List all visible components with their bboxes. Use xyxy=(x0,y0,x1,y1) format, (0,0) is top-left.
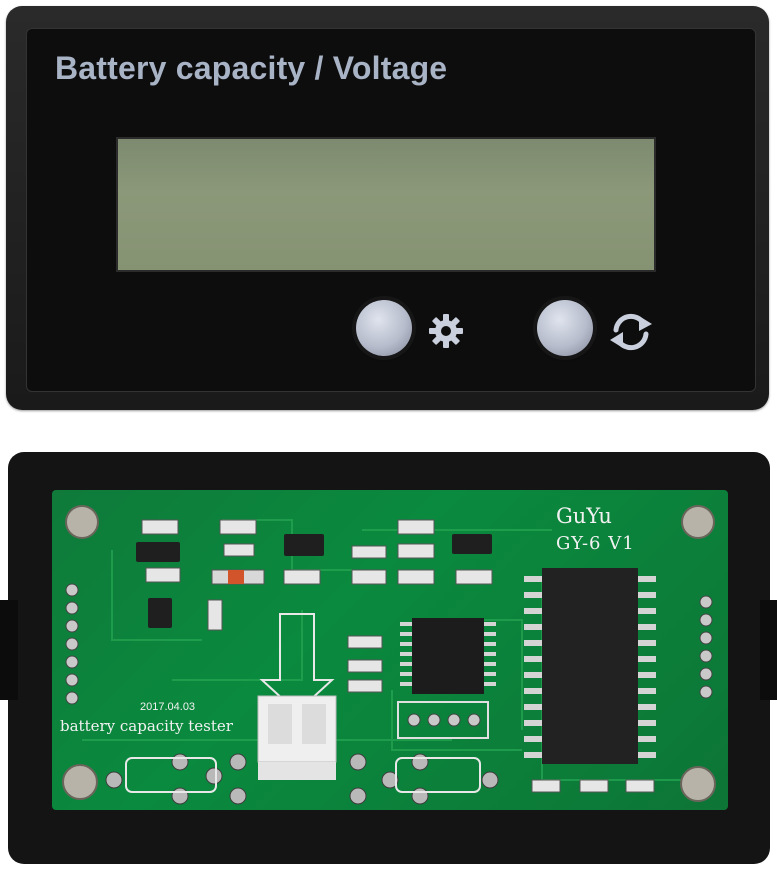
cycle-arrows-icon xyxy=(610,313,652,351)
case-clip-right xyxy=(760,600,777,700)
case-clip-left xyxy=(0,600,18,700)
mounting-screws xyxy=(62,505,716,802)
power-connector xyxy=(257,695,337,780)
pcb-model-label: GY-6 V1 xyxy=(556,533,635,554)
setting-button[interactable] xyxy=(356,300,412,356)
front-panel-title: Battery capacity / Voltage xyxy=(55,50,448,86)
controller-chip xyxy=(400,618,496,694)
gear-icon xyxy=(429,314,463,348)
cycle-button[interactable] xyxy=(537,300,593,356)
pcb-components xyxy=(62,505,716,805)
lcd-driver-chip xyxy=(524,568,656,764)
pcb-description-label: battery capacity tester xyxy=(60,717,233,735)
lcd-display xyxy=(116,137,656,272)
pcb-date-label: 2017.04.03 xyxy=(140,701,196,713)
pcb-brand-label: GuYu xyxy=(556,504,612,528)
